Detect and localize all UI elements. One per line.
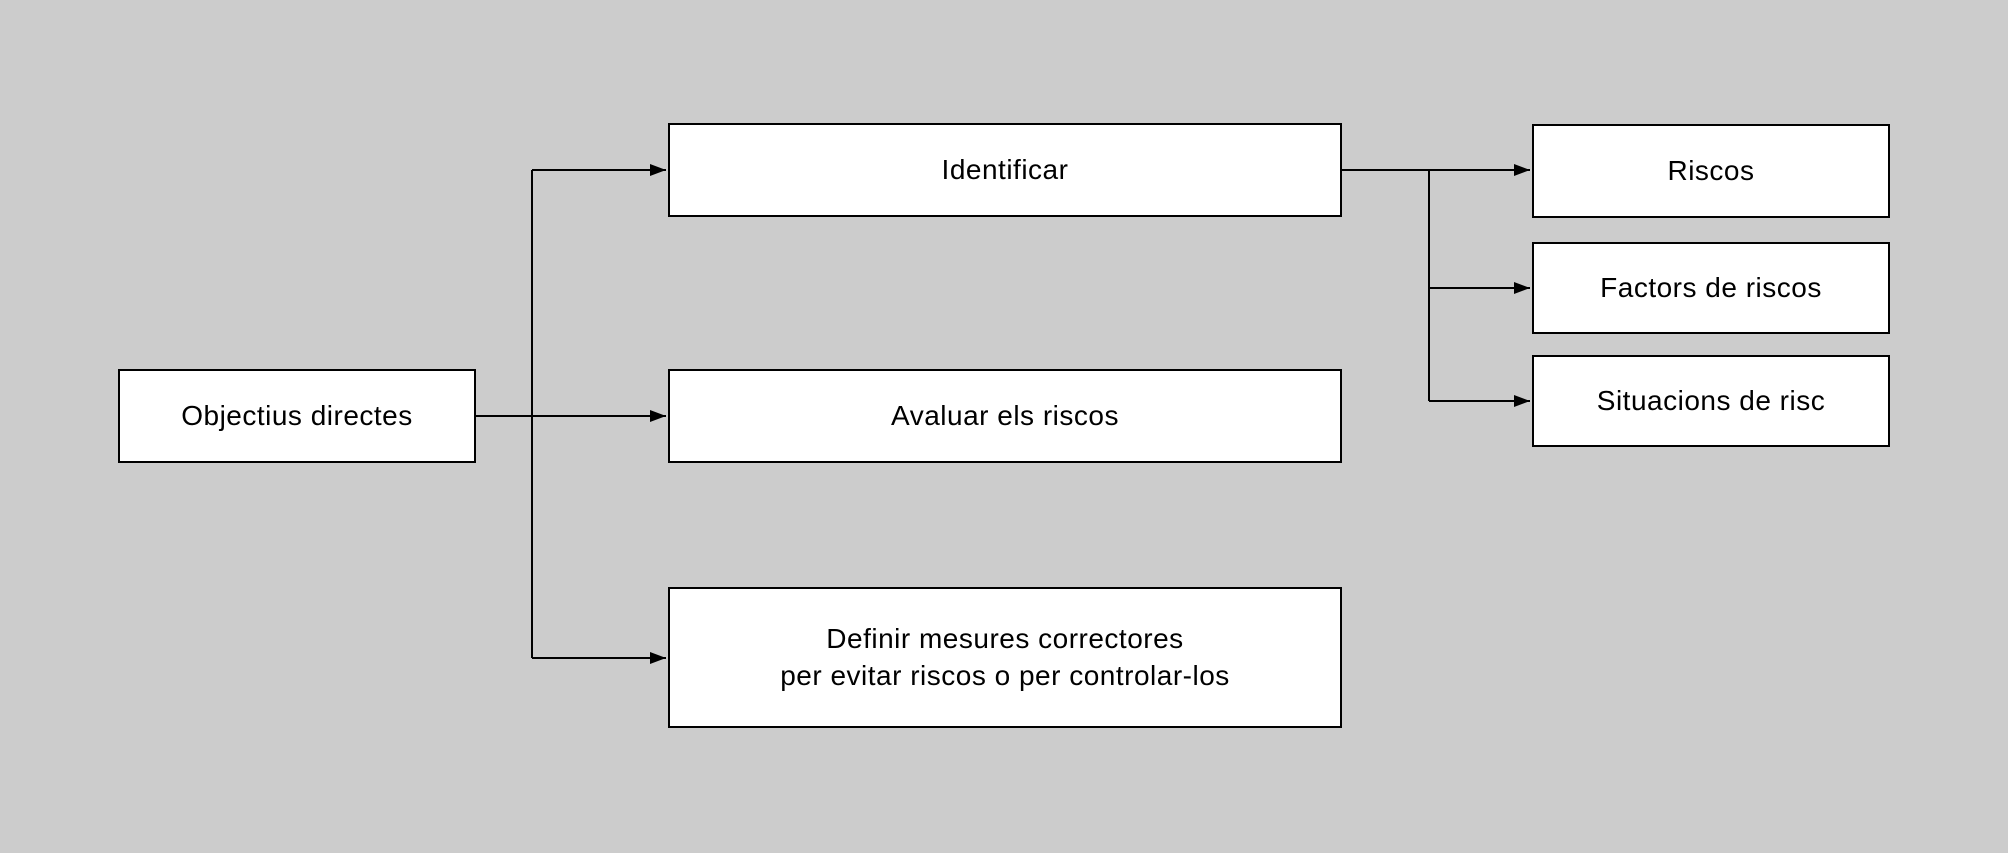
- node-identificar: Identificar: [668, 123, 1342, 217]
- node-situacions-de-risc-label: Situacions de risc: [1596, 384, 1826, 416]
- node-objectius-directes: Objectius directes: [118, 369, 476, 463]
- node-objectius-directes-label: Objectius directes: [181, 399, 413, 431]
- node-avaluar-els-riscos-label: Avaluar els riscos: [891, 399, 1119, 431]
- node-riscos: Riscos: [1532, 124, 1890, 218]
- node-definir-mesures-correctores: Definir mesures correctores per evitar r…: [668, 587, 1342, 728]
- node-definir-mesures-correctores-label: Definir mesures correctores per evitar r…: [780, 623, 1230, 691]
- node-factors-de-riscos: Factors de riscos: [1532, 242, 1890, 334]
- node-riscos-label: Riscos: [1667, 154, 1755, 186]
- node-avaluar-els-riscos: Avaluar els riscos: [668, 369, 1342, 463]
- node-identificar-label: Identificar: [941, 153, 1069, 185]
- node-factors-de-riscos-label: Factors de riscos: [1600, 271, 1822, 303]
- node-situacions-de-risc: Situacions de risc: [1532, 355, 1890, 447]
